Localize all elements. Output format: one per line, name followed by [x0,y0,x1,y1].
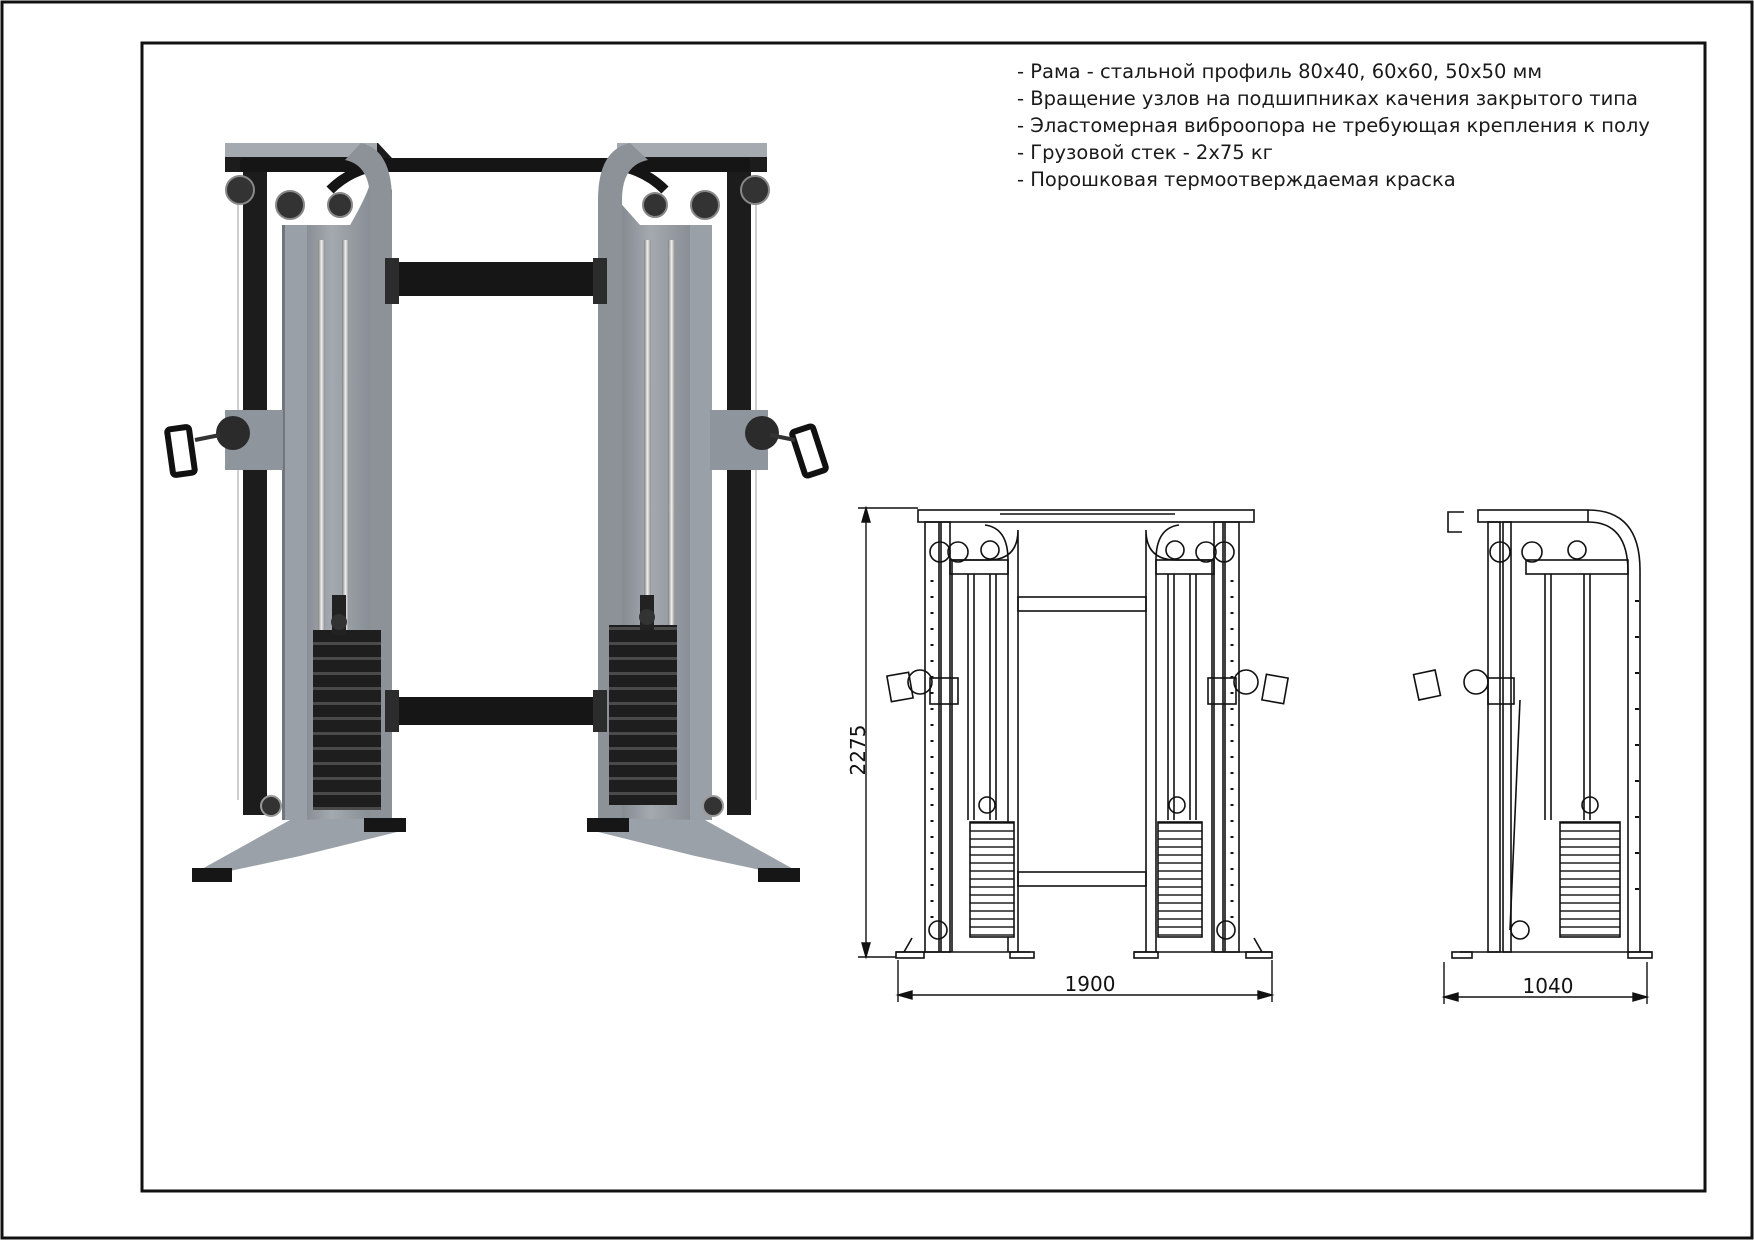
spec-item-frame: - Рама - стальной профиль 80х40, 60х60, … [1017,60,1543,83]
depth-dimension-label: 1040 [1523,974,1574,998]
spec-item-paint: - Порошковая термоотверждаемая краска [1017,168,1456,191]
dimension-width [895,960,1275,1002]
spec-item-feet: - Эластомерная виброопора не требующая к… [1017,114,1650,137]
side-view-drawing [1412,509,1653,959]
width-dimension-label: 1900 [1065,972,1116,996]
dimension-depth [1441,962,1650,1004]
spec-item-weight-stack: - Грузовой стек - 2х75 кг [1017,141,1273,164]
spec-item-bearings: - Вращение узлов на подшипниках качения … [1017,87,1638,110]
spec-list: - Рама - стальной профиль 80х40, 60х60, … [1017,58,1650,193]
dimension-height [858,505,918,960]
inner-border [140,41,1707,1193]
front-view-drawing [885,509,1290,959]
height-dimension-label: 2275 [846,725,870,776]
machine-3d-render [164,143,829,882]
